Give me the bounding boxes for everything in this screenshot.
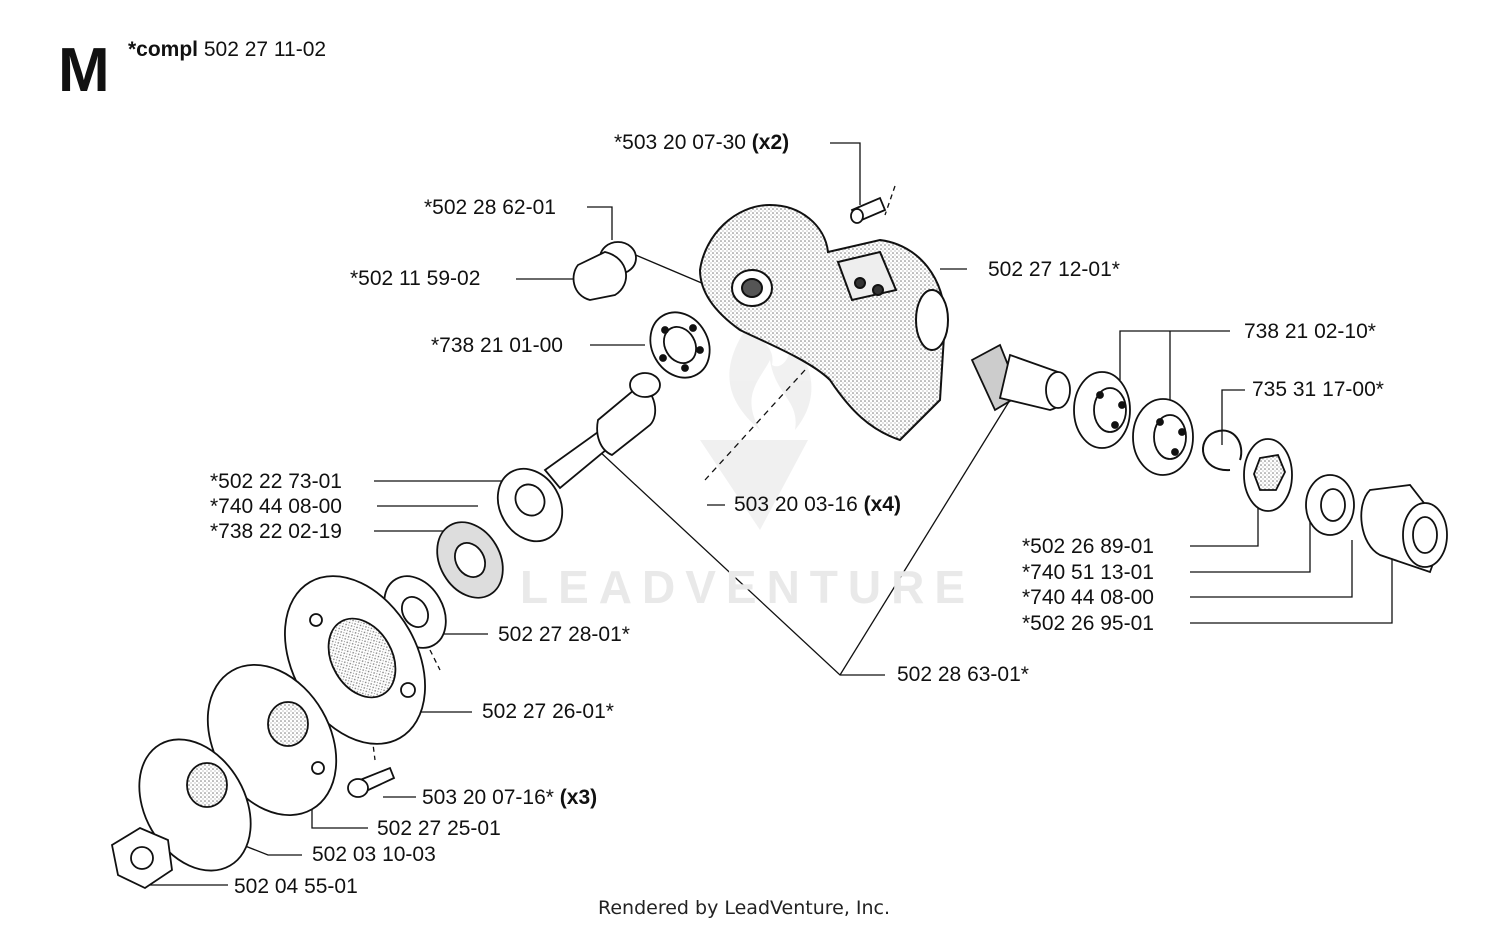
- part-number: 502 27 28-01*: [498, 623, 630, 646]
- part-label[interactable]: 502 27 12-01*: [988, 258, 1120, 282]
- part-label[interactable]: *738 21 01-00: [431, 334, 563, 358]
- part-number: *740 44 08-00: [1022, 586, 1154, 609]
- part-label[interactable]: *740 51 13-01: [1022, 561, 1154, 585]
- circlip-part: [1202, 429, 1243, 472]
- part-label[interactable]: 502 27 28-01*: [498, 623, 630, 647]
- right-bearings-part: [1073, 371, 1194, 476]
- complete-assembly-label: *compl 502 27 11-02: [128, 38, 326, 62]
- part-label[interactable]: *502 22 73-01: [210, 470, 342, 494]
- part-number: 502 28 63-01*: [897, 663, 1029, 686]
- lower-disc-part: [138, 738, 252, 872]
- bearing-upper-part: [649, 311, 711, 379]
- part-number: *502 11 59-02: [350, 267, 481, 290]
- part-number: 502 27 26-01*: [482, 700, 614, 723]
- part-label[interactable]: *740 44 08-00: [1022, 586, 1154, 610]
- pinion-part: [970, 343, 1071, 412]
- part-number: *502 26 89-01: [1022, 535, 1154, 558]
- compl-number: 502 27 11-02: [203, 38, 327, 61]
- part-label[interactable]: 738 21 02-10*: [1244, 320, 1376, 344]
- section-letter: M: [58, 36, 110, 105]
- part-label[interactable]: 503 20 03-16 (x4): [734, 493, 901, 517]
- part-qty: (x4): [863, 493, 901, 516]
- part-qty: (x2): [751, 131, 790, 154]
- gear-shaft-part: [543, 372, 661, 490]
- collar-part: [1360, 484, 1448, 574]
- small-ring-part: [1305, 474, 1355, 536]
- part-number: *503 20 07-30: [614, 131, 746, 154]
- part-number: 503 20 07-16*: [422, 786, 554, 809]
- screw-lower-part: [347, 766, 396, 798]
- part-number: 735 31 17-00*: [1252, 378, 1384, 401]
- seal-stack-part: [383, 467, 564, 649]
- part-label[interactable]: 502 03 10-03: [312, 843, 436, 867]
- compl-prefix: *compl: [128, 38, 199, 61]
- part-label[interactable]: 735 31 17-00*: [1252, 378, 1384, 402]
- part-label[interactable]: *502 26 89-01: [1022, 535, 1154, 559]
- part-label[interactable]: 502 28 63-01*: [897, 663, 1029, 687]
- part-qty: (x3): [559, 786, 598, 809]
- gear-housing-part: [698, 203, 949, 442]
- plug-part: [572, 241, 637, 301]
- part-number: *502 26 95-01: [1022, 612, 1154, 635]
- part-number: *502 28 62-01: [424, 196, 556, 219]
- part-number: 502 27 12-01*: [988, 258, 1120, 281]
- part-label[interactable]: *502 11 59-02: [350, 267, 480, 291]
- support-plate-part: [284, 575, 426, 745]
- part-label[interactable]: *502 26 95-01: [1022, 612, 1154, 636]
- hex-ring-part: [1243, 438, 1293, 512]
- part-number: *740 51 13-01: [1022, 561, 1154, 584]
- part-label[interactable]: *738 22 02-19: [210, 520, 342, 544]
- part-number: *740 44 08-00: [210, 495, 342, 518]
- nut-part: [110, 826, 173, 890]
- part-label[interactable]: 503 20 07-16* (x3): [422, 786, 597, 810]
- part-label[interactable]: 502 27 25-01: [377, 817, 501, 841]
- part-label[interactable]: 502 27 26-01*: [482, 700, 614, 724]
- part-number: *738 21 01-00: [431, 334, 563, 357]
- footer-credit: Rendered by LeadVenture, Inc.: [598, 897, 891, 919]
- part-number: 738 21 02-10*: [1244, 320, 1376, 343]
- part-label[interactable]: *503 20 07-30 (x2): [614, 131, 789, 155]
- part-number: *738 22 02-19: [210, 520, 342, 543]
- part-number: 502 03 10-03: [312, 843, 436, 866]
- part-label[interactable]: *502 28 62-01: [424, 196, 556, 220]
- part-number: *502 22 73-01: [210, 470, 342, 493]
- part-label[interactable]: *740 44 08-00: [210, 495, 342, 519]
- part-number: 502 27 25-01: [377, 817, 501, 840]
- part-number: 502 04 55-01: [234, 875, 358, 898]
- part-number: 503 20 03-16: [734, 493, 858, 516]
- watermark-text: LEADVENTURE: [520, 561, 976, 613]
- screw-top-part: [850, 196, 887, 224]
- leader-lines: [150, 142, 1393, 886]
- part-label[interactable]: 502 04 55-01: [234, 875, 358, 899]
